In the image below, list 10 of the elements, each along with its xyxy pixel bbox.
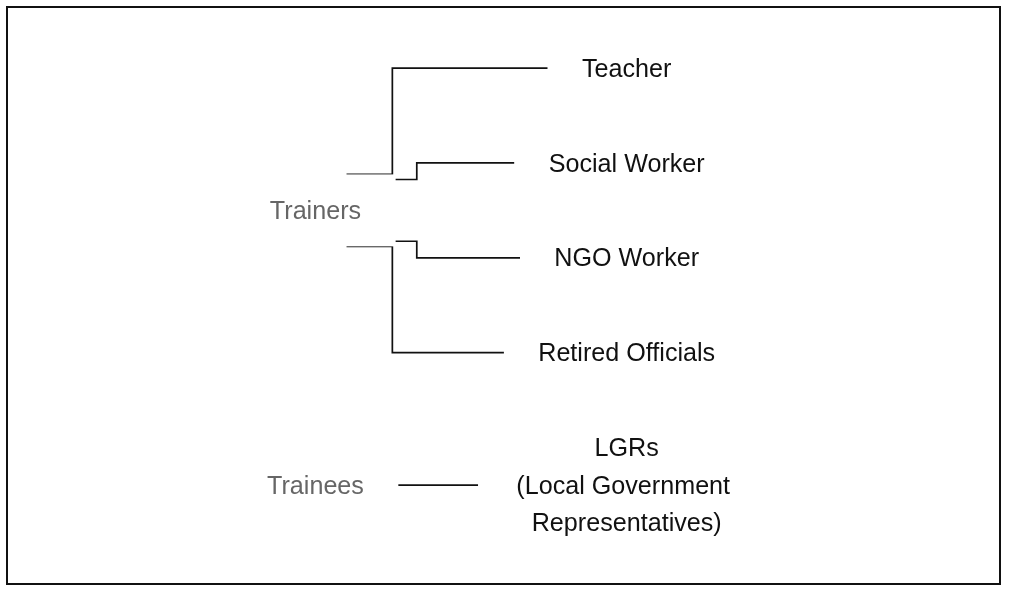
connector	[396, 484, 479, 486]
connector	[394, 240, 521, 259]
node-text: NGO Worker	[553, 243, 699, 273]
node-text: Teacher	[581, 53, 671, 83]
node-text: LGRs (Local Government Representatives)	[515, 433, 730, 538]
node-text: Retired Officials	[537, 338, 715, 367]
connector	[394, 162, 515, 181]
node-text: Trainees	[266, 470, 364, 500]
node-text: Social Worker	[548, 148, 705, 178]
connector	[345, 245, 505, 354]
